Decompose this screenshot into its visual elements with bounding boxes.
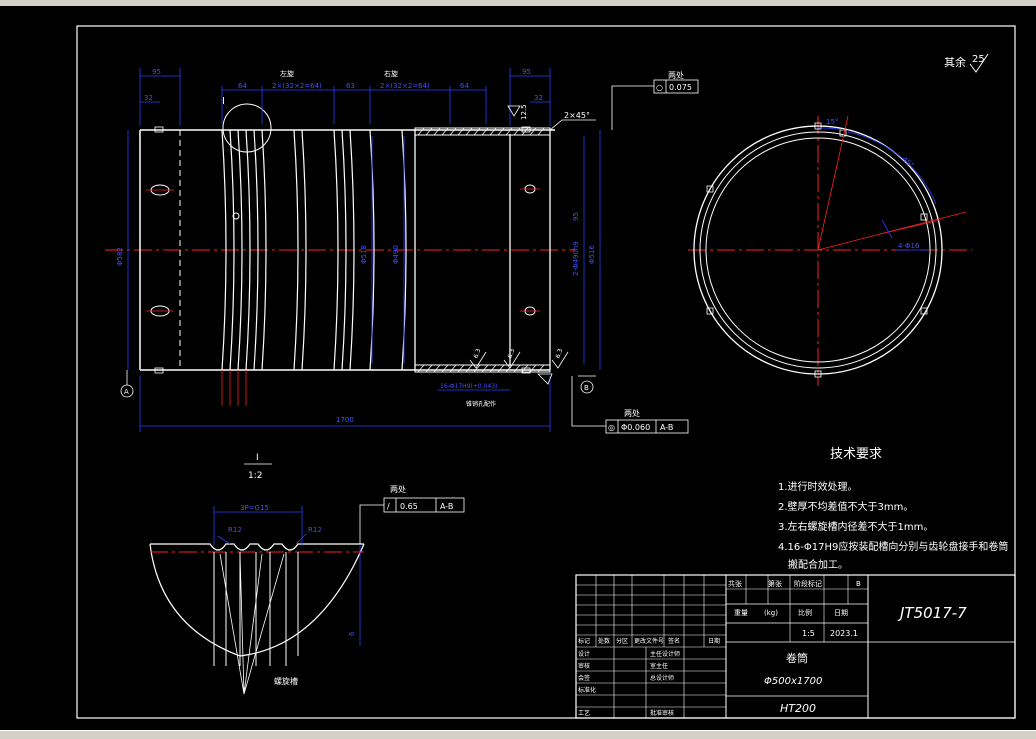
- roughness-value: 25: [972, 54, 985, 65]
- people-3-a: 标准化: [578, 686, 596, 694]
- note-pin-drill: 锥销孔配作: [466, 400, 496, 408]
- detail-r2: R12: [308, 526, 322, 534]
- tb-part-name: 卷筒: [786, 651, 808, 665]
- side-angle-label: 15°: [826, 118, 838, 126]
- people-0-b: 主任设计师: [650, 650, 680, 658]
- tb-col-sheets: 共张: [728, 579, 742, 588]
- note-pin-holes: 16-Φ17H9(+0.043): [440, 383, 497, 390]
- detail-view: I 1:2 3P=G15 R12 R12 6 螺旋槽 两处 / 0.65 A-B: [149, 453, 465, 695]
- dim-pitch-right: 2×(32×2=64): [380, 82, 430, 90]
- tol-detail-datum: A-B: [440, 502, 453, 511]
- note-left-hand: 左旋: [280, 69, 294, 78]
- people-2-b: 总设计师: [650, 674, 674, 682]
- tech-title: 技术要求: [830, 447, 882, 462]
- detail-title-bottom: 1:2: [248, 471, 262, 481]
- tech-note-5: 搬配合加工。: [778, 558, 848, 571]
- rev-h-3: 更改文件号: [634, 637, 664, 645]
- tech-requirements: 技术要求 1.进行时效处理。 2.壁厚不均差值不大于3mm。 3.左右螺旋槽内径…: [778, 447, 1008, 571]
- rev-h-1: 处数: [598, 637, 610, 645]
- people-4-b: 批准审核: [650, 709, 674, 717]
- detail-r1: R12: [228, 526, 242, 534]
- detail-circle-label: I: [222, 96, 225, 107]
- roughness-symbol: [969, 53, 989, 73]
- detail-label: 螺旋槽: [274, 676, 298, 686]
- dim-inner-dia: Φ490: [392, 245, 400, 264]
- tech-note-2: 2.壁厚不均差值不大于3mm。: [778, 500, 913, 513]
- tb-date: 2023.1: [830, 629, 858, 638]
- roughness-bottom-2: 6.3: [506, 348, 516, 360]
- rev-h-0: 标记: [578, 637, 590, 645]
- tol-mid-datum: A-B: [660, 423, 673, 432]
- tolerance-frame-top: 两处 ○ 0.075: [611, 70, 699, 130]
- tb-col-weight: 重量: [734, 609, 748, 617]
- tol-top-value: 0.075: [669, 83, 692, 92]
- tb-col-sheet: 第张: [768, 579, 782, 588]
- tech-note-4: 4.16-Φ17H9应按装配槽向分别与齿轮盘接手和卷筒: [778, 540, 1008, 553]
- tol-detail-label: 两处: [390, 484, 406, 494]
- tolerance-frame-mid: 两处 ◎ Φ0.060 A-B: [571, 376, 689, 434]
- tol-top-symbol: ○: [656, 83, 663, 92]
- dim-right-dia2: 2-Φ490h9: [572, 241, 580, 276]
- chamfer-note: 2×45°: [564, 111, 590, 120]
- roughness-top: 12.5: [520, 104, 528, 120]
- people-0-a: 设计: [578, 650, 590, 658]
- dim-left-95: 95: [152, 68, 161, 76]
- tb-material: HT200: [780, 702, 816, 715]
- tb-col-date: 日期: [834, 609, 848, 617]
- roughness-label: 其余: [944, 55, 966, 69]
- tol-mid-value: Φ0.060: [621, 423, 650, 432]
- drawing-frame: [76, 25, 1016, 719]
- rev-h-2: 分区: [616, 637, 628, 645]
- tech-note-3: 3.左右螺旋槽内径差不大于1mm。: [778, 520, 933, 533]
- tb-col-scale: 比例: [798, 608, 812, 617]
- rev-h-5: 日期: [708, 637, 720, 645]
- people-2-a: 会签: [578, 674, 590, 682]
- dim-left-dia: Φ582: [116, 247, 124, 266]
- rev-h-4: 签名: [668, 637, 680, 645]
- detail-pitch: 3P=G15: [240, 504, 269, 512]
- tb-spec: Φ500x1700: [764, 676, 822, 687]
- dim-small-left: 32: [144, 94, 153, 102]
- detail-title-top: I: [256, 453, 259, 463]
- dim-pitch-left: 2×(32×2=64): [272, 82, 322, 90]
- side-hole-note: 4-Φ16: [898, 242, 920, 250]
- people-1-b: 室主任: [650, 662, 668, 670]
- tech-note-1: 1.进行时效处理。: [778, 480, 858, 493]
- tb-col-weight-unit: (kg): [764, 609, 778, 617]
- bottom-status-strip: [0, 730, 1036, 739]
- dim-total-length: 1700: [336, 416, 354, 424]
- tol-top-label: 两处: [668, 70, 684, 80]
- detail-depth: 6: [348, 631, 356, 636]
- tol-mid-symbol: ◎: [608, 423, 615, 432]
- tb-col-stage: 阶段标记: [794, 579, 822, 588]
- dim-64-left: 64: [238, 82, 247, 90]
- roughness-bottom-3: 6.3: [554, 348, 564, 360]
- drawing-canvas[interactable]: 其余 25 I: [0, 6, 1036, 730]
- roughness-bottom-1: 6.3: [472, 348, 482, 360]
- tol-mid-label: 两处: [624, 408, 640, 418]
- front-view: I: [105, 96, 575, 406]
- tol-detail-value: 0.65: [400, 502, 418, 511]
- tol-detail-symbol: /: [387, 502, 390, 511]
- dim-63: 63: [346, 82, 355, 90]
- datum-a: A: [124, 388, 129, 396]
- dim-small-right: 32: [534, 94, 543, 102]
- datum-b: B: [584, 384, 589, 392]
- tb-scale: 1:5: [802, 629, 815, 638]
- dim-right-95: 95: [522, 68, 531, 76]
- side-view: 15° 45° 4-Φ16: [688, 115, 972, 386]
- tb-drawing-no: JT5017-7: [897, 604, 967, 622]
- cad-drawing: 其余 25 I: [76, 25, 1016, 719]
- dim-64-right: 64: [460, 82, 469, 90]
- dim-mid-dia: Φ518: [360, 245, 368, 264]
- detail-circle: [222, 103, 272, 153]
- people-1-a: 审核: [578, 662, 590, 670]
- tb-col-ab: B: [856, 580, 861, 588]
- people-4-a: 工艺: [578, 709, 590, 717]
- note-right-hand: 右旋: [384, 69, 398, 78]
- dim-right-small: 95: [572, 212, 580, 221]
- front-dimensions: 95 32 64 2×(32×2=64) 左旋 63 2×(32×2=64) 右…: [116, 68, 601, 432]
- dim-right-dia: Φ516: [588, 245, 596, 264]
- title-block: 标记 处数 分区 更改文件号 签名 日期 设计 主任设计师 审核 室主任 会签 …: [575, 574, 1016, 719]
